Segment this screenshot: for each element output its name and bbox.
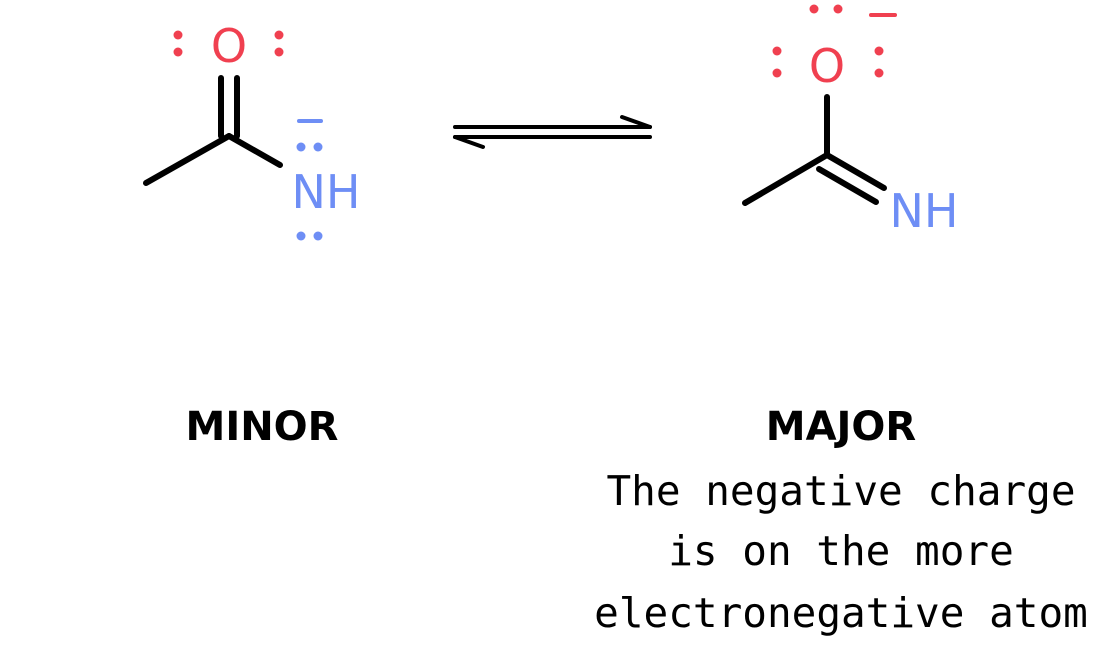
equilibrium-arrows-icon xyxy=(453,115,652,149)
minor-structure: O NH MINOR xyxy=(143,19,361,450)
explanation-line-2: is on the more xyxy=(668,527,1014,575)
oxygen-atom: O xyxy=(809,39,845,93)
c-n-bond xyxy=(226,133,283,168)
nitrogen-atom: NH xyxy=(292,165,361,219)
c-n-double-bond-a xyxy=(824,152,887,191)
major-structure: O NH MAJOR The negative charge is on the… xyxy=(594,4,1088,637)
oxygen-atom: O xyxy=(211,19,247,73)
methyl-bond xyxy=(742,152,830,206)
nitrogen-atom: NH xyxy=(890,184,959,238)
oxygen-lone-pairs xyxy=(772,4,884,78)
oxygen-lone-pairs xyxy=(173,30,284,57)
major-label: MAJOR xyxy=(766,404,916,450)
c-n-double-bond-b xyxy=(816,166,879,205)
explanation-line-1: The negative charge xyxy=(607,467,1076,515)
nitrogen-lone-pairs xyxy=(296,142,323,241)
minor-label: MINOR xyxy=(186,404,339,450)
explanation-line-3: electronegative atom xyxy=(594,589,1088,637)
methyl-bond xyxy=(143,133,232,186)
